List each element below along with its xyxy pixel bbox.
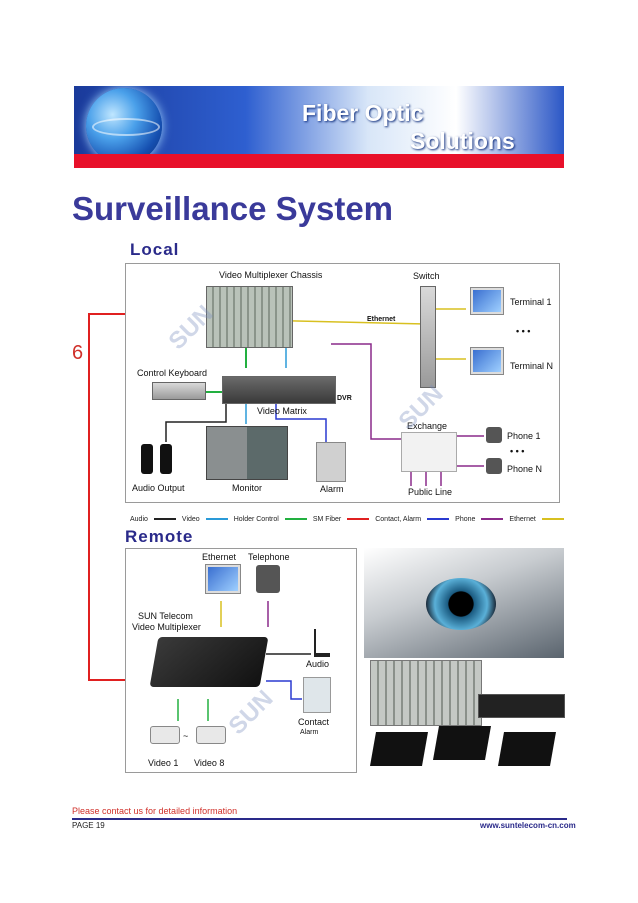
legend-swatch (205, 518, 228, 520)
page-number: PAGE 19 (72, 821, 105, 830)
legend: Audio Video Holder Control SM Fiber Cont… (130, 514, 570, 524)
multiplexer-device (149, 637, 269, 687)
video1-label: Video 1 (148, 758, 179, 768)
exchange-device (401, 432, 457, 472)
remote-connections (177, 601, 311, 721)
exchange-label: Exchange (407, 421, 448, 431)
remote-diagram: Ethernet Telephone SUN Telecom Video Mul… (125, 548, 357, 773)
speaker-icon (141, 444, 153, 474)
banner: Fiber Optic Solutions (74, 86, 564, 168)
legend-video: Video (181, 515, 200, 523)
terminalN-icon (471, 348, 503, 374)
side-number: 6 (72, 342, 84, 364)
camera-icon (150, 726, 180, 744)
video-matrix-device (222, 376, 336, 404)
legend-holder: Holder Control (233, 515, 279, 523)
legend-phone: Phone (455, 515, 476, 523)
legend-audio: Audio (130, 515, 148, 523)
legend-swatch (153, 518, 176, 520)
converter-product-photo (433, 726, 491, 760)
alarm-label-remote: Alarm (300, 729, 319, 736)
remote-heading: Remote (125, 527, 194, 546)
microphone-icon (314, 629, 330, 657)
video-matrix-label: Video Matrix (257, 406, 307, 416)
fiber-line-bottom (88, 679, 153, 681)
chassis-device (206, 286, 293, 348)
remote-telephone-label: Telephone (248, 552, 290, 562)
monitor-label: Monitor (232, 483, 263, 493)
phone-dots: • • • (510, 446, 525, 456)
video-multiplexer-label: Video Multiplexer (132, 622, 201, 632)
local-diagram: Video Multiplexer Chassis Switch Termina… (125, 263, 560, 503)
switch-label: Switch (413, 271, 440, 281)
remote-ethernet-label: Ethernet (202, 552, 237, 562)
eye-iris (426, 578, 496, 630)
banner-red-band (74, 154, 564, 168)
banner-title-line2: Solutions (410, 128, 515, 154)
tilde-label: ~ (183, 731, 189, 741)
legend-swatch (481, 518, 504, 520)
legend-contact: Contact, Alarm (375, 515, 422, 523)
remote-telephone-icon (256, 565, 280, 593)
public-line-label: Public Line (408, 487, 453, 497)
video8-label: Video 8 (194, 758, 225, 768)
fiber-line-vertical (88, 313, 90, 680)
banner-title-line1: Fiber Optic (302, 100, 424, 126)
switch-device (420, 286, 436, 388)
remote-computer-icon (206, 565, 240, 593)
keyboard-label: Control Keyboard (137, 368, 208, 378)
audio-output-label: Audio Output (132, 483, 185, 493)
alarm-device (316, 442, 346, 482)
camera-icon (196, 726, 226, 744)
terminalN-label: Terminal N (510, 361, 554, 371)
converter-product-photo (370, 732, 428, 766)
legend-fiber: SM Fiber (312, 515, 342, 523)
footer-divider (72, 818, 567, 820)
legend-swatch (284, 518, 307, 520)
eye-photo (364, 548, 564, 658)
chassis-label: Video Multiplexer Chassis (219, 270, 323, 280)
keyboard-device (152, 382, 206, 400)
phoneN-label: Phone N (507, 464, 543, 474)
dvr-label: DVR (337, 395, 352, 402)
chassis-product-photo (370, 660, 482, 726)
ethernet-label: Ethernet (367, 316, 396, 323)
phone1-icon (486, 427, 502, 443)
legend-swatch (427, 518, 450, 520)
speaker-icon-2 (160, 444, 172, 474)
page-title: Surveillance System (72, 190, 394, 227)
footer-url[interactable]: www.suntelecom-cn.com (480, 821, 576, 830)
globe-logo-icon (86, 88, 162, 164)
contact-label: Contact (298, 717, 330, 727)
monitor-image (206, 426, 288, 480)
phoneN-icon (486, 458, 502, 474)
legend-swatch (347, 518, 370, 520)
sun-telecom-label: SUN Telecom (138, 611, 193, 621)
rack-product-photo (478, 694, 565, 718)
footer-contact: Please contact us for detailed informati… (72, 806, 238, 816)
local-heading: Local (130, 240, 180, 259)
legend-ethernet: Ethernet (509, 515, 536, 523)
legend-swatch (541, 518, 564, 520)
converter-product-photo (498, 732, 556, 766)
terminal1-icon (471, 288, 503, 314)
remote-audio-label: Audio (306, 659, 330, 669)
phone1-label: Phone 1 (507, 431, 541, 441)
terminal1-label: Terminal 1 (510, 297, 552, 307)
contact-device (303, 677, 331, 713)
alarm-label: Alarm (320, 484, 344, 494)
terminal-dots: • • • (516, 326, 531, 336)
